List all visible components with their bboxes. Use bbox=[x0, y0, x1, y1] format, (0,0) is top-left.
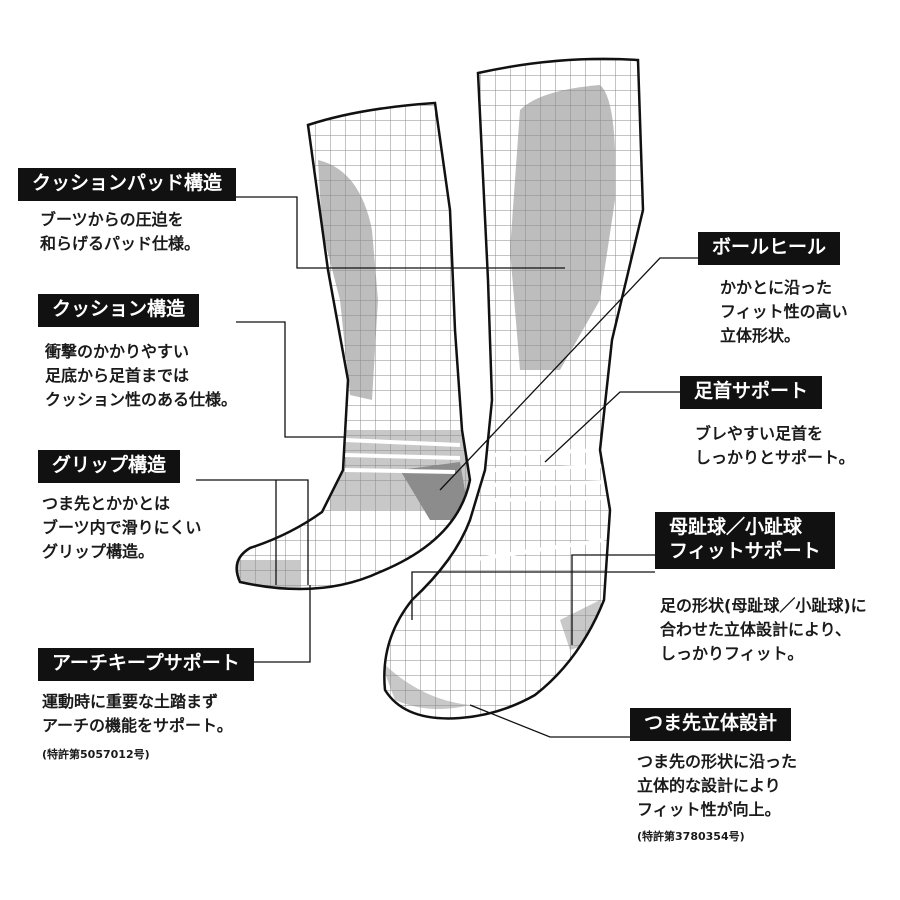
label-grip: グリップ構造 bbox=[38, 450, 181, 483]
desc-ankle-support: ブレやすい足首を しっかりとサポート。 bbox=[695, 424, 855, 467]
label-cushion: クッション構造 bbox=[38, 294, 200, 327]
label-ankle-support: 足首サポート bbox=[680, 376, 823, 409]
patent-note-arch: (特許第5057012号) bbox=[42, 748, 150, 761]
desc-toe-ball-fit: 足の形状(母趾球／小趾球)に 合わせた立体設計により、 しっかりフィット。 bbox=[660, 596, 867, 663]
patent-note-toe: (特許第3780354号) bbox=[637, 830, 745, 843]
label-toe-ball-fit: 母趾球／小趾球 フィットサポート bbox=[655, 512, 835, 569]
label-ball-heel: ボールヒール bbox=[698, 232, 841, 265]
desc-cushion: 衝撃のかかりやすい 足底から足首までは クッション性のある仕様。 bbox=[45, 342, 238, 409]
label-toe-3d: つま先立体設計 bbox=[630, 708, 792, 741]
desc-grip: つま先とかかとは ブーツ内で滑りにくい グリップ構造。 bbox=[42, 494, 202, 561]
desc-arch-keep: 運動時に重要な土踏まず アーチの機能をサポート。 bbox=[42, 692, 233, 735]
leader-lines bbox=[196, 196, 700, 738]
left-sock bbox=[235, 101, 472, 591]
label-arch-keep: アーチキープサポート bbox=[38, 648, 254, 681]
desc-cushion-pad: ブーツからの圧迫を 和らげるパッド仕様。 bbox=[40, 210, 201, 253]
label-cushion-pad: クッションパッド構造 bbox=[18, 168, 237, 201]
desc-ball-heel: かかとに沿った フィット性の高い 立体形状。 bbox=[720, 278, 848, 345]
desc-toe-3d: つま先の形状に沿った 立体的な設計により フィット性が向上。 bbox=[637, 752, 798, 819]
